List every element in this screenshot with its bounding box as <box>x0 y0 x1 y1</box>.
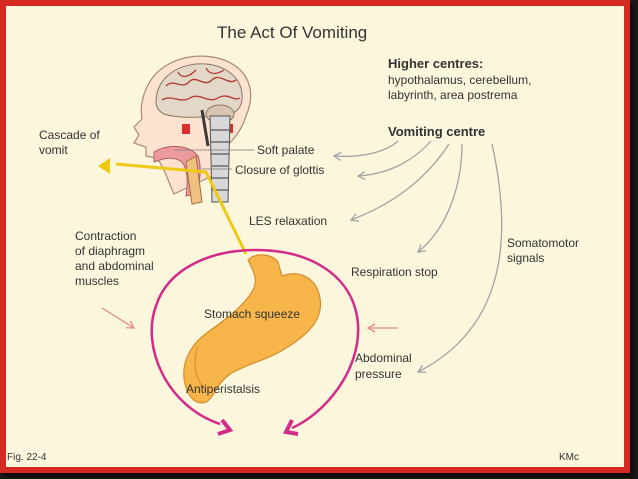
brainstem <box>200 109 210 147</box>
vomiting-centre-label: Vomiting centre <box>388 124 485 139</box>
figure-label: Fig. 22-4 <box>7 452 47 463</box>
esophagus-tube <box>185 155 203 205</box>
respiration-stop-label: Respiration stop <box>351 265 438 279</box>
contraction-label-line1: Contraction <box>75 229 136 243</box>
cascade-arrow-icon <box>98 158 110 174</box>
stomach-fold <box>194 345 205 389</box>
stomach <box>183 254 322 404</box>
magenta-arrowhead-left-icon <box>217 418 234 436</box>
arrow-to-glottis <box>356 140 432 181</box>
contraction-label-line4: muscles <box>75 274 119 288</box>
cascade-label-line2: vomit <box>39 143 68 157</box>
credit-label: KMc <box>559 452 579 463</box>
cascade-label-line1: Cascade of <box>39 128 100 142</box>
diagram-title: The Act Of Vomiting <box>217 23 367 42</box>
somatomotor-label-line2: signals <box>507 251 544 265</box>
magenta-arrowhead-right-icon <box>283 419 299 436</box>
stomach-illustration <box>183 254 322 404</box>
higher-centres-heading: Higher centres: <box>388 56 483 71</box>
diaphragm-force-arrow <box>101 307 136 329</box>
soft-palate-label: Soft palate <box>257 143 315 157</box>
higher-centres-line1: hypothalamus, cerebellum, <box>388 73 531 87</box>
stomach-squeeze-label: Stomach squeeze <box>204 307 300 321</box>
arrow-to-abdominal-pressure <box>416 143 503 374</box>
les-relaxation-label: LES relaxation <box>249 214 327 228</box>
brain-folds <box>161 67 241 101</box>
contraction-label-line3: and abdominal <box>75 259 154 273</box>
somatomotor-label-line1: Somatomotor <box>507 236 579 250</box>
spinal-column <box>209 115 231 203</box>
hypothalamus-spot <box>182 124 190 134</box>
arrow-to-respiration <box>416 143 463 253</box>
abdominal-pressure-circle <box>150 248 360 430</box>
contraction-label-line2: of diaphragm <box>75 244 145 258</box>
antiperistalsis-label: Antiperistalsis <box>186 382 260 396</box>
diagram-panel: The Act Of Vomiting <box>6 6 624 467</box>
spine-segments <box>211 129 229 191</box>
vomiting-diagram: The Act Of Vomiting <box>7 23 579 463</box>
arrow-to-les <box>349 143 450 222</box>
abdominal-pressure-label-line2: pressure <box>355 367 402 381</box>
head-illustration <box>133 55 252 205</box>
closure-of-glottis-label: Closure of glottis <box>235 163 324 177</box>
vomit-pathway-line <box>115 162 248 255</box>
higher-centres-line2: labyrinth, area postrema <box>388 88 518 102</box>
slide-frame: The Act Of Vomiting <box>0 0 630 473</box>
abdominal-pressure-label-line1: Abdominal <box>355 351 412 365</box>
arrow-to-soft-palate <box>332 140 399 162</box>
